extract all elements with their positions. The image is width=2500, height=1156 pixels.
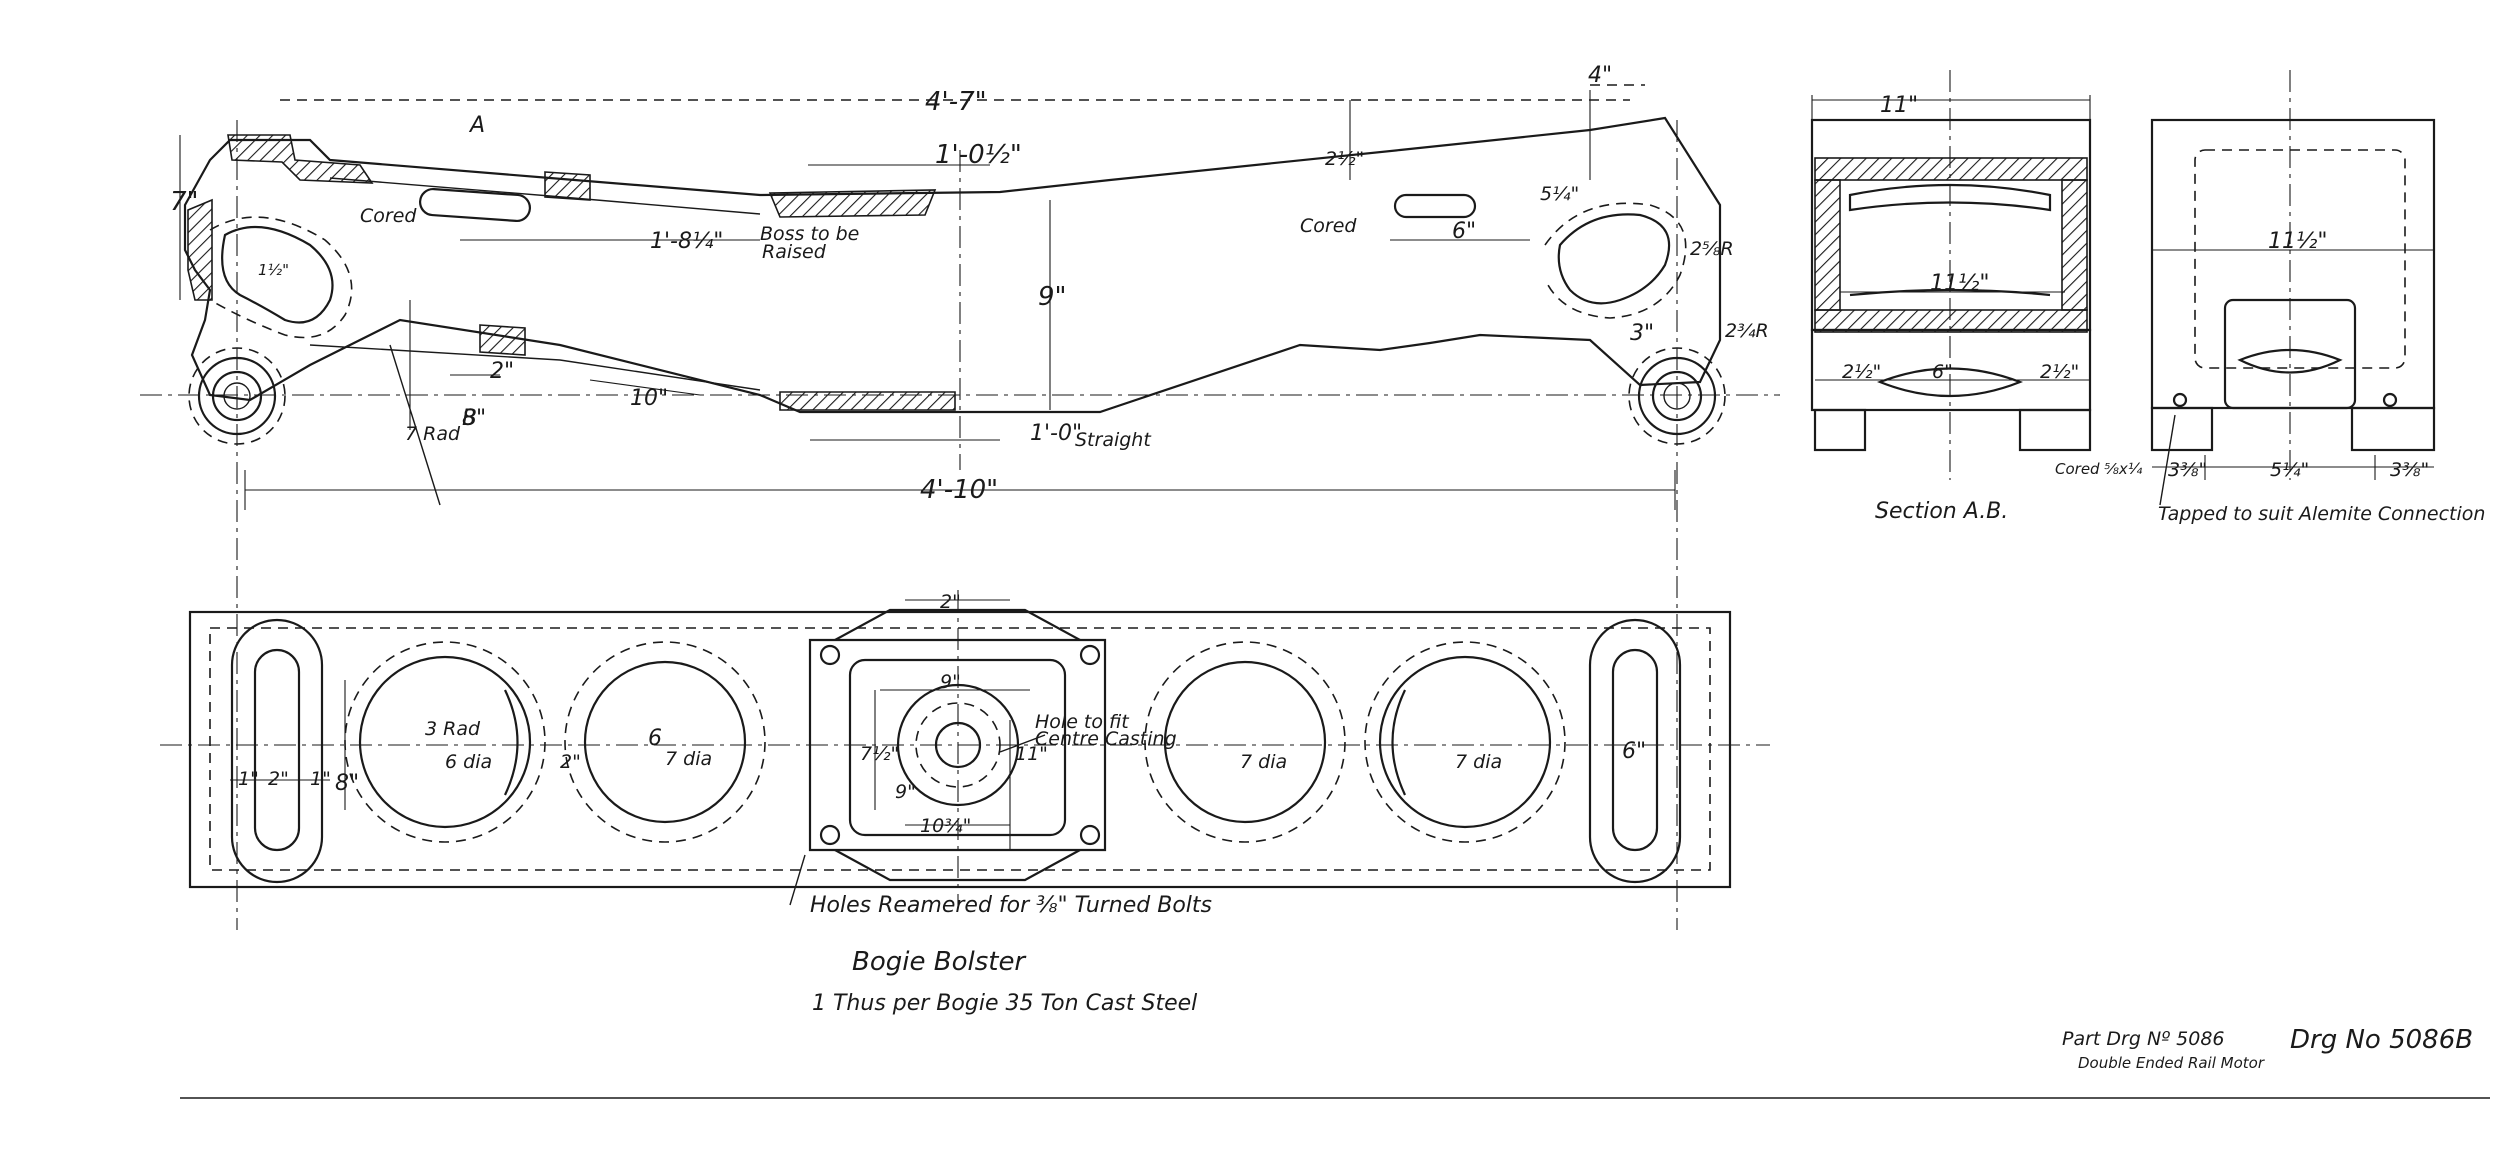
end-tapped-note: Tapped to suit Alemite Connection [2158, 503, 2485, 525]
dim-rad-2-right: 2¾R [1725, 320, 1769, 342]
dim-left-low-2: 2" [490, 359, 514, 384]
end-dim-right: 3⅜" [2390, 459, 2429, 481]
plan-dim-pad-2: 2" [940, 591, 961, 613]
dim-bottom-straight-value: 1'-0" [1030, 421, 1082, 446]
plan-dim-dia-7b: 7 dia [1240, 751, 1287, 773]
end-dim-width: 11½" [2268, 229, 2327, 254]
label-cored-left: Cored [360, 205, 417, 227]
drawing-number: Drg No 5086B [2290, 1025, 2473, 1055]
dim-top-right: 4" [1588, 63, 1612, 88]
sec-dim-width-inner: 11½" [1930, 271, 1989, 296]
sec-dim-bot-right: 2½" [2040, 361, 2079, 383]
plan-note-hole-1: Hole to fit [1035, 711, 1130, 733]
plan-dim-pad-9v: 9" [895, 781, 916, 803]
section-mark-a: A [468, 113, 485, 138]
dim-overall-top: 4'-7" [925, 87, 987, 117]
dim-lug-1: 1½" [258, 261, 289, 279]
dim-rise-right: 5¼" [1540, 183, 1579, 205]
hatch-top-left [227, 134, 374, 184]
plan-dim-rad-3: 3 Rad [425, 718, 481, 740]
dim-left-low-10: 10" [630, 386, 668, 411]
label-boss-1: Boss to be [760, 223, 859, 245]
plan-dim-slot-8: 8" [335, 771, 359, 796]
dim-overall-bottom: 4'-10" [920, 475, 998, 505]
section-ab-view: 11" 11½" 2½" 6" 2½" Section A.B. [1810, 70, 2092, 524]
label-boss-2: Raised [762, 241, 827, 263]
dim-cored-len: 6" [1452, 219, 1476, 244]
dim-left-pad: 1'-8¼" [650, 229, 723, 254]
hatch-left-end [187, 198, 213, 301]
plan-dim-pad-11: 11" [1015, 743, 1048, 765]
end-opening-left-dashed [209, 216, 353, 339]
hatch-bottom-pad [779, 391, 956, 411]
plan-dim-right-6: 6" [1622, 739, 1646, 764]
end-dim-left: 3⅜" [2168, 459, 2207, 481]
cored-slot-right [1393, 193, 1477, 219]
project-name: Double Ended Rail Motor [2078, 1054, 2265, 1072]
hatch-top-pad [768, 189, 937, 218]
dim-height-left: 7" [170, 187, 199, 217]
plan-dim-dia-6: 6 dia [445, 751, 492, 773]
part-drg: Part Drg Nº 5086 [2062, 1028, 2225, 1050]
inner-line-top [329, 177, 761, 215]
dim-rise-left: 2½" [1325, 148, 1364, 170]
plan-note-holes-reamered: Holes Reamered for ⅜" Turned Bolts [810, 893, 1212, 918]
hatch-bottom-mid [479, 324, 526, 356]
plan-note-hole-2: Centre Casting [1035, 728, 1177, 750]
end-cored-note: Cored ⅝x¼ [2055, 460, 2143, 478]
section-ab-caption: Section A.B. [1875, 499, 2008, 524]
end-dim-mid: 5¼" [2270, 459, 2309, 481]
dim-center-height: 9" [1038, 282, 1067, 312]
dim-top-pad: 1'-0½" [935, 140, 1022, 170]
cored-slot-left [419, 187, 531, 223]
plan-dim-dia-7c: 7 dia [1455, 751, 1502, 773]
plan-dim-gap-2: 2" [560, 751, 581, 773]
sec-dim-bot-mid: 6" [1932, 361, 1953, 383]
plan-dim-pad-7: 7½" [860, 743, 899, 765]
section-mark-b: B [462, 406, 477, 431]
plan-dim-pad-9: 9" [940, 671, 961, 693]
plan-dim-slot-1a: 1" [238, 768, 259, 790]
plan-dim-slot-2: 2" [268, 768, 289, 790]
plan-dim-6: 6 [648, 726, 662, 751]
bolster-outline [183, 116, 1722, 414]
plan-view: 1" 2" 1" 8" 3 Rad 6 dia 2" 7 dia 6 2" 9"… [160, 590, 1770, 918]
plan-dim-slot-1b: 1" [310, 768, 331, 790]
end-view: 11½" 3⅜" 5¼" 3⅜" Cored ⅝x¼ Tapped to sui… [2055, 70, 2485, 525]
sec-dim-width-top: 11" [1880, 93, 1918, 118]
dim-bottom-straight-word: Straight [1075, 429, 1152, 451]
elevation-view: 4'-7" 4'-10" 4" 7" 1'-0½" 1'-8¼" 1'-0" S… [140, 63, 1780, 930]
sec-dim-bot-left: 2½" [1842, 361, 1881, 383]
end-opening-left [221, 225, 334, 324]
dim-left-low-8: 8" [462, 406, 486, 431]
end-opening-right-dashed [1544, 202, 1687, 319]
title-block: Bogie Bolster 1 Thus per Bogie 35 Ton Ca… [180, 947, 2490, 1099]
drawing-subtitle: 1 Thus per Bogie 35 Ton Cast Steel [812, 991, 1197, 1016]
plan-dim-pad-10: 10¾" [920, 815, 971, 837]
drawing-title: Bogie Bolster [852, 947, 1027, 977]
plan-dim-dia-7a: 7 dia [665, 748, 712, 770]
end-opening-right [1557, 213, 1671, 305]
dim-radius-left: 7 Rad [405, 423, 461, 445]
dim-lug-3: 3" [1630, 321, 1654, 346]
label-cored-right: Cored [1300, 215, 1357, 237]
inner-line-bottom [309, 344, 761, 391]
dim-rad-2-8: 2⅝R [1690, 238, 1734, 260]
